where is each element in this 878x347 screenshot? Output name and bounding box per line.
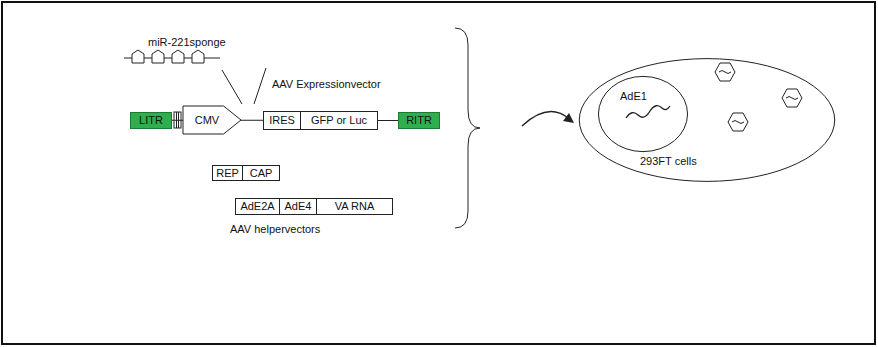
itr-box: LITR — [130, 112, 172, 129]
node-text: RITR — [406, 114, 432, 126]
gene-box: AdE2A — [235, 198, 280, 215]
node-text: LITR — [139, 114, 163, 126]
annotation-label: AAV Expressionvector — [272, 78, 381, 90]
node-text: AdE1 — [620, 90, 647, 102]
node-text: REP — [216, 167, 239, 179]
promoter-arrow: CMV — [183, 106, 241, 134]
gene-box: VA RNA — [316, 198, 393, 215]
transfection-arrow — [522, 112, 574, 126]
connector-line — [241, 120, 263, 121]
connector-line — [172, 120, 183, 121]
cell-ellipse: 293FT cells AdE1 — [578, 58, 836, 182]
node-text: AdE4 — [285, 200, 312, 212]
node-text: CMV — [195, 114, 219, 126]
node-text: CAP — [250, 167, 273, 179]
node-text: 293FT cells — [640, 155, 697, 167]
frame — [2, 2, 875, 344]
connector-line — [378, 120, 398, 121]
ires-box: IRES — [263, 111, 301, 130]
gene-box: CAP — [242, 165, 280, 181]
ellipse-outline — [598, 76, 687, 151]
arrow-outline — [183, 106, 241, 134]
mirna-sponge — [124, 50, 220, 63]
connector — [172, 120, 183, 121]
gene-box: AdE4 — [279, 198, 317, 215]
gene-box: REP — [212, 165, 243, 181]
node-outline — [598, 76, 688, 152]
insert-lines — [222, 68, 266, 104]
annotation-label: AAV helpervectors — [230, 223, 320, 235]
curly-brace — [455, 28, 480, 228]
annotation-label: miR-221sponge — [148, 36, 226, 48]
itr-box: RITR — [398, 112, 440, 129]
node-text: GFP or Luc — [311, 114, 367, 126]
connector — [241, 120, 263, 121]
node-text: VA RNA — [335, 200, 375, 212]
reporter-box: GFP or Luc — [300, 111, 378, 130]
node-text: IRES — [269, 114, 295, 126]
nucleus-ellipse: AdE1 — [598, 76, 688, 152]
node-outline — [578, 58, 836, 182]
node-text: AdE2A — [240, 200, 274, 212]
connector — [378, 120, 398, 121]
ellipse-outline — [579, 59, 834, 182]
viral-dna — [626, 106, 670, 118]
